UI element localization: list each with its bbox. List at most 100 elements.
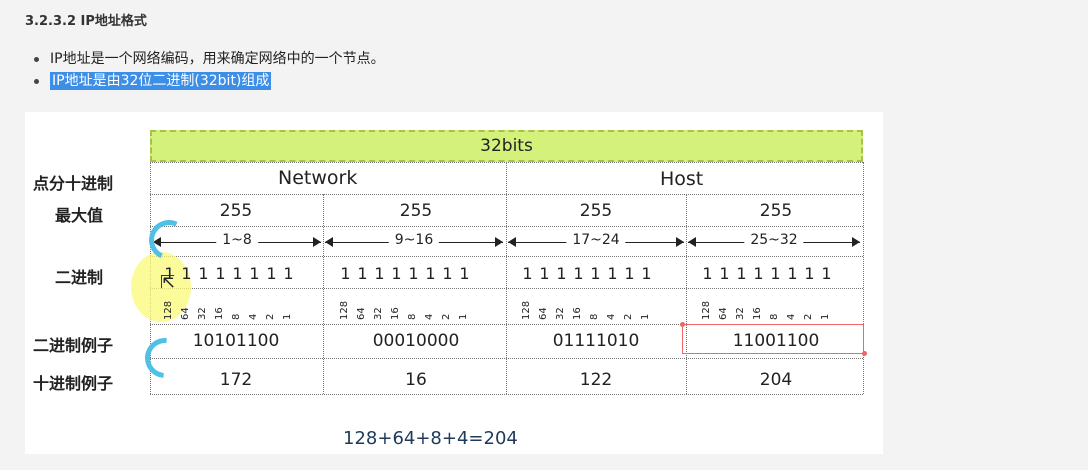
- decimal-example: 172: [219, 370, 253, 390]
- bit-digit: 1: [215, 264, 226, 283]
- bit-digit: 1: [522, 264, 533, 283]
- bit-weight: 16: [214, 307, 225, 320]
- bit-weight: 128: [521, 300, 532, 320]
- bit-weight: 32: [555, 307, 566, 320]
- bit-range-label: 9~16: [388, 232, 440, 248]
- bit-weight: 128: [163, 300, 174, 320]
- grid-vline: [863, 162, 864, 394]
- bit-weight: 8: [407, 313, 418, 320]
- bit-digit: 1: [804, 264, 815, 283]
- bit-digit: 1: [164, 264, 175, 283]
- bit-weight: 1: [282, 313, 293, 320]
- max-value: 255: [759, 201, 793, 221]
- grid-vline: [506, 194, 507, 394]
- bit-range-label: 25~32: [744, 232, 804, 248]
- ip-format-figure: 32bits 点分十进制 最大值 二进制 二进制例子 十进制例子 Network…: [25, 112, 883, 454]
- selection-handle: [680, 322, 685, 327]
- bit-weight: 8: [769, 313, 780, 320]
- bit-digit: 1: [736, 264, 747, 283]
- bit-digit: 1: [821, 264, 832, 283]
- grid-vline: [323, 194, 324, 394]
- decimal-example: 204: [759, 370, 793, 390]
- decimal-example: 122: [579, 370, 613, 390]
- bit-weight: 8: [589, 313, 600, 320]
- bit-digit: 1: [425, 264, 436, 283]
- bit-range-label: 17~24: [566, 232, 626, 248]
- bit-weight: 32: [197, 307, 208, 320]
- bit-weight: 128: [339, 300, 350, 320]
- bit-weight: 16: [390, 307, 401, 320]
- bit-digit: 1: [459, 264, 470, 283]
- bit-weight: 4: [248, 313, 259, 320]
- bit-weight: 128: [701, 300, 712, 320]
- bullet-text: IP地址是一个网络编码，用来确定网络中的一个节点。: [50, 51, 385, 67]
- bit-weight: 4: [786, 313, 797, 320]
- selection-handle: [862, 351, 867, 356]
- binary-example: 00010000: [372, 331, 460, 351]
- bit-weight: 2: [623, 313, 634, 320]
- bit-digit: 1: [266, 264, 277, 283]
- max-value: 255: [399, 201, 433, 221]
- bit-digit: 1: [770, 264, 781, 283]
- row-label-max: 最大值: [55, 206, 104, 225]
- mouse-cursor-icon: ⇱: [160, 272, 176, 293]
- bit-digit: 1: [374, 264, 385, 283]
- bit-digit: 1: [442, 264, 453, 283]
- bit-weight: 16: [572, 307, 583, 320]
- bit-digit: 1: [753, 264, 764, 283]
- row-label-binary: 二进制: [55, 268, 104, 287]
- bit-digit: 1: [232, 264, 243, 283]
- bit-weight: 4: [424, 313, 435, 320]
- binary-example: 10101100: [192, 331, 280, 351]
- bit-weight: 64: [538, 307, 549, 320]
- bit-digit: 1: [181, 264, 192, 283]
- bit-weight: 2: [441, 313, 452, 320]
- bit-weight: 64: [356, 307, 367, 320]
- bit-weight: 64: [718, 307, 729, 320]
- binary-example: 01111010: [552, 331, 640, 351]
- bit-digit: 1: [787, 264, 798, 283]
- bit-digit: 1: [702, 264, 713, 283]
- grid-line: [150, 394, 863, 395]
- bit-digit: 1: [641, 264, 652, 283]
- bit-weight: 1: [820, 313, 831, 320]
- row-label-dotted: 点分十进制: [33, 174, 114, 193]
- row-label-decimal-example: 十进制例子: [33, 374, 114, 393]
- bit-digit: 1: [391, 264, 402, 283]
- bit-range: 25~32: [688, 232, 860, 250]
- max-value: 255: [579, 201, 613, 221]
- grid-vline: [686, 194, 687, 394]
- row-label-binary-example: 二进制例子: [33, 336, 114, 355]
- bit-weight: 2: [265, 313, 276, 320]
- bit-digit: 1: [283, 264, 294, 283]
- bit-digit: 1: [624, 264, 635, 283]
- bit-digit: 1: [556, 264, 567, 283]
- bit-digit: 1: [539, 264, 550, 283]
- bit-digit: 1: [198, 264, 209, 283]
- bit-weight: 2: [803, 313, 814, 320]
- bullet-text-highlighted: IP地址是由32位二进制(32bit)组成: [50, 72, 272, 90]
- section-heading: 3.2.3.2 IP地址格式: [25, 14, 147, 29]
- binary-example: 11001100: [732, 331, 820, 351]
- bit-weight: 1: [640, 313, 651, 320]
- selection-box: [682, 324, 864, 354]
- bit-weight: 16: [752, 307, 763, 320]
- formula: 128+64+8+4=204: [343, 428, 518, 449]
- bit-weight: 8: [231, 313, 242, 320]
- bit-weight: 1: [458, 313, 469, 320]
- bit-digit: 1: [573, 264, 584, 283]
- bit-digit: 1: [607, 264, 618, 283]
- max-value: 255: [219, 201, 253, 221]
- bullet-item: IP地址是由32位二进制(32bit)组成: [32, 70, 385, 92]
- bit-digit: 1: [719, 264, 730, 283]
- bits32-banner: 32bits: [150, 130, 863, 162]
- bullet-list: IP地址是一个网络编码，用来确定网络中的一个节点。 IP地址是由32位二进制(3…: [32, 48, 385, 92]
- bit-range-label: 1~8: [216, 232, 258, 248]
- bit-weight: 64: [180, 307, 191, 320]
- host-label: Host: [660, 168, 704, 190]
- bit-digit: 1: [249, 264, 260, 283]
